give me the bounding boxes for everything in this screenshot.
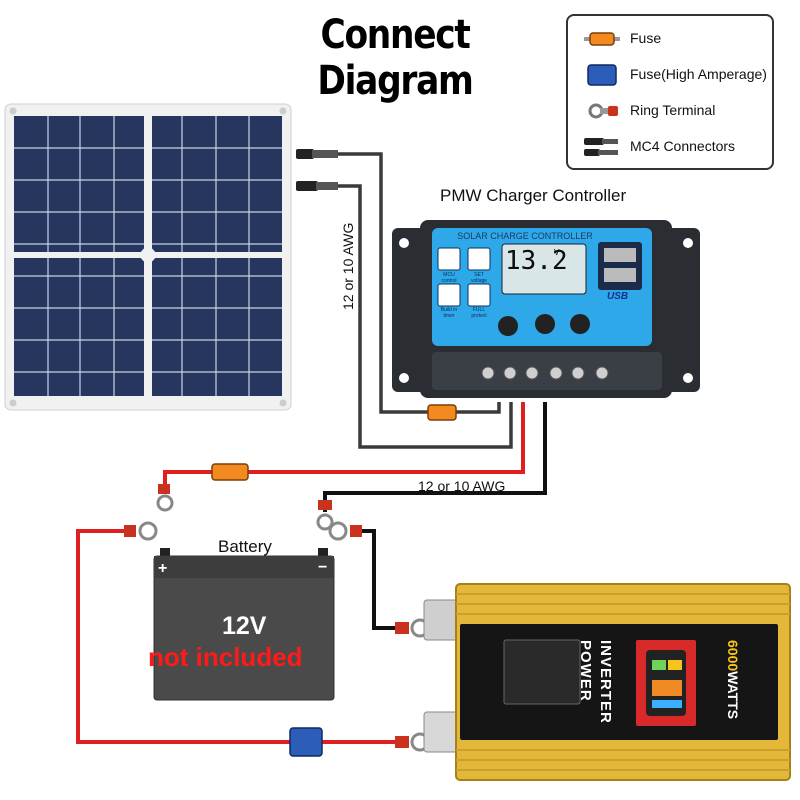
battery: + − — [153, 548, 335, 701]
controller-panel-header: SOLAR CHARGE CONTROLLER — [457, 231, 593, 241]
controller-feature-protect: FULL protect — [471, 307, 487, 319]
controller-lcd-unit: V — [554, 248, 560, 257]
legend-item-high-amperage-fuse: Fuse(High Amperage) — [568, 60, 772, 90]
inverter-power-value: 6000 — [725, 640, 741, 672]
pv-wires — [338, 152, 513, 449]
legend-item-mc4: MC4 Connectors — [568, 132, 772, 162]
svg-text:−: − — [318, 559, 327, 576]
diagram-title: Connect Diagram — [317, 12, 473, 104]
legend-item-ring-terminal: Ring Terminal — [568, 96, 772, 126]
mc4-connectors — [296, 149, 338, 191]
solar-panel — [4, 103, 292, 411]
controller-feature-set: SET voltage — [470, 272, 488, 284]
svg-text:+: + — [158, 560, 167, 577]
inverter-rating: 6000WATTS — [725, 640, 741, 719]
inverter-line1: POWER — [577, 640, 594, 702]
legend-label: Fuse — [630, 30, 662, 46]
battery-label: Battery — [218, 537, 272, 556]
ring-terminal-icon — [588, 103, 618, 119]
charge-controller — [392, 220, 700, 398]
battery-note: not included — [148, 642, 303, 672]
inverter-line2: INVERTER — [597, 640, 614, 724]
mc4-connector-icon — [584, 138, 618, 156]
legend-label: MC4 Connectors — [630, 138, 736, 154]
battery-wire-gauge-label: 12 or 10 AWG — [418, 478, 506, 494]
fuse-icon — [584, 32, 620, 46]
pv-wire-gauge-label: 12 or 10 AWG — [340, 222, 356, 310]
controller-title: PMW Charger Controller — [440, 186, 627, 205]
inverter-wires — [76, 529, 395, 744]
legend-box: Fuse Fuse(High Amperage) Ring Terminal M… — [566, 14, 774, 170]
legend-label: Ring Terminal — [630, 102, 716, 118]
battery-charge-wires — [163, 402, 547, 512]
inline-fuses — [211, 404, 457, 757]
legend-label: Fuse(High Amperage) — [630, 66, 767, 82]
inverter — [423, 583, 791, 781]
inverter-power-unit: WATTS — [725, 671, 741, 720]
high-amperage-fuse-icon — [587, 64, 617, 86]
controller-usb-label: USB — [607, 291, 629, 302]
controller-feature-timer: Build in timer — [440, 307, 458, 319]
controller-lcd-reading: 13.2 — [505, 246, 568, 276]
controller-feature-mcu: MCU control — [441, 272, 457, 284]
battery-voltage: 12V — [222, 612, 267, 640]
legend-item-fuse: Fuse — [568, 24, 772, 54]
